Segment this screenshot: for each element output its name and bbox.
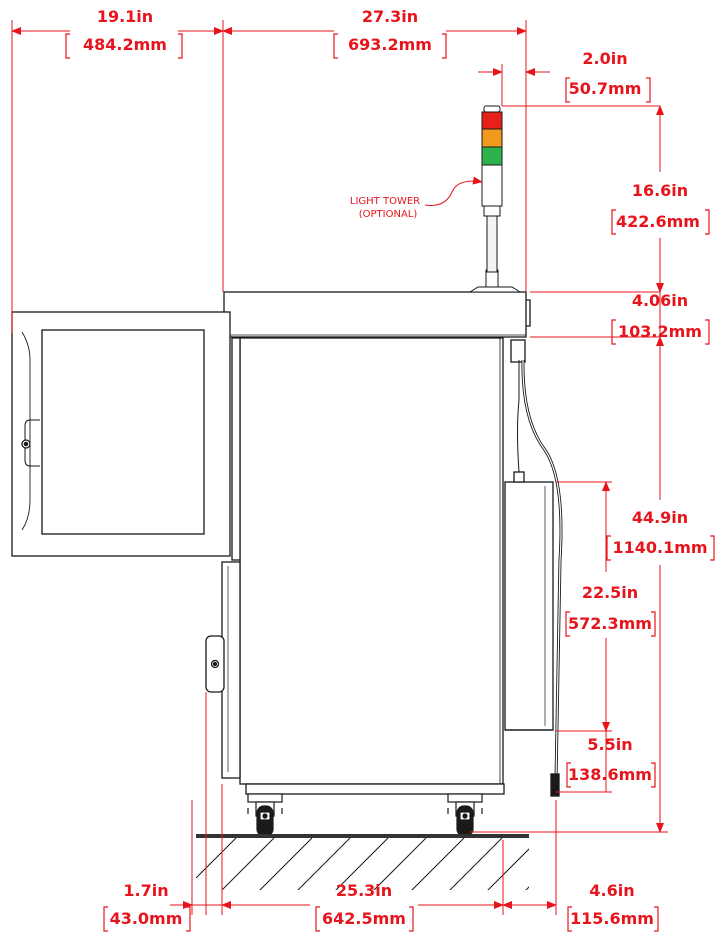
light-tower: [468, 105, 522, 293]
caster-right: [447, 793, 483, 837]
mm-brackets: [65, 33, 715, 932]
light-red: [481, 111, 503, 130]
base-depth-mm: 642.5mm: [322, 909, 406, 928]
door-width-mm: 484.2mm: [83, 35, 167, 54]
caster-left: [247, 793, 283, 837]
light-green: [481, 146, 503, 166]
dimension-lines: [11, 20, 668, 915]
cabinet-top: [223, 291, 527, 338]
cabinet-height-in: 44.9in: [632, 508, 688, 527]
box-clearance-in: 5.5in: [587, 735, 632, 754]
lower-door: [221, 561, 241, 779]
box-clearance-mm: 138.6mm: [568, 765, 652, 784]
box-height-mm: 572.3mm: [568, 614, 652, 633]
handle-depth-in: 1.7in: [123, 881, 168, 900]
light-tower-label: LIGHT TOWER: [350, 196, 420, 207]
light-tower-optional-label: (OPTIONAL): [359, 209, 418, 220]
box-height-in: 22.5in: [582, 583, 638, 602]
side-box-depth-mm: 115.6mm: [570, 909, 654, 928]
side-box-depth-in: 4.6in: [589, 881, 634, 900]
top-thickness-mm: 103.2mm: [618, 322, 702, 341]
door-width-in: 19.1in: [97, 7, 153, 26]
top-thickness-in: 4.06in: [632, 291, 688, 310]
floor: [196, 834, 529, 890]
tower-height-in: 16.6in: [632, 181, 688, 200]
base-depth-in: 25.3in: [336, 881, 392, 900]
cabinet-height-mm: 1140.1mm: [612, 538, 707, 557]
side-electrical-box: [504, 339, 563, 797]
light-amber: [481, 128, 503, 148]
handle-depth-mm: 43.0mm: [110, 909, 183, 928]
tower-offset-mm: 50.7mm: [569, 79, 642, 98]
cabinet-main-body: [239, 337, 504, 785]
tower-height-mm: 422.6mm: [616, 212, 700, 231]
open-door: [11, 311, 231, 557]
cabinet-depth-mm: 693.2mm: [348, 35, 432, 54]
light-tower-leader: [424, 176, 483, 206]
cabinet-depth-in: 27.3in: [362, 7, 418, 26]
cabinet-body: [205, 291, 531, 795]
tower-offset-in: 2.0in: [582, 49, 627, 68]
